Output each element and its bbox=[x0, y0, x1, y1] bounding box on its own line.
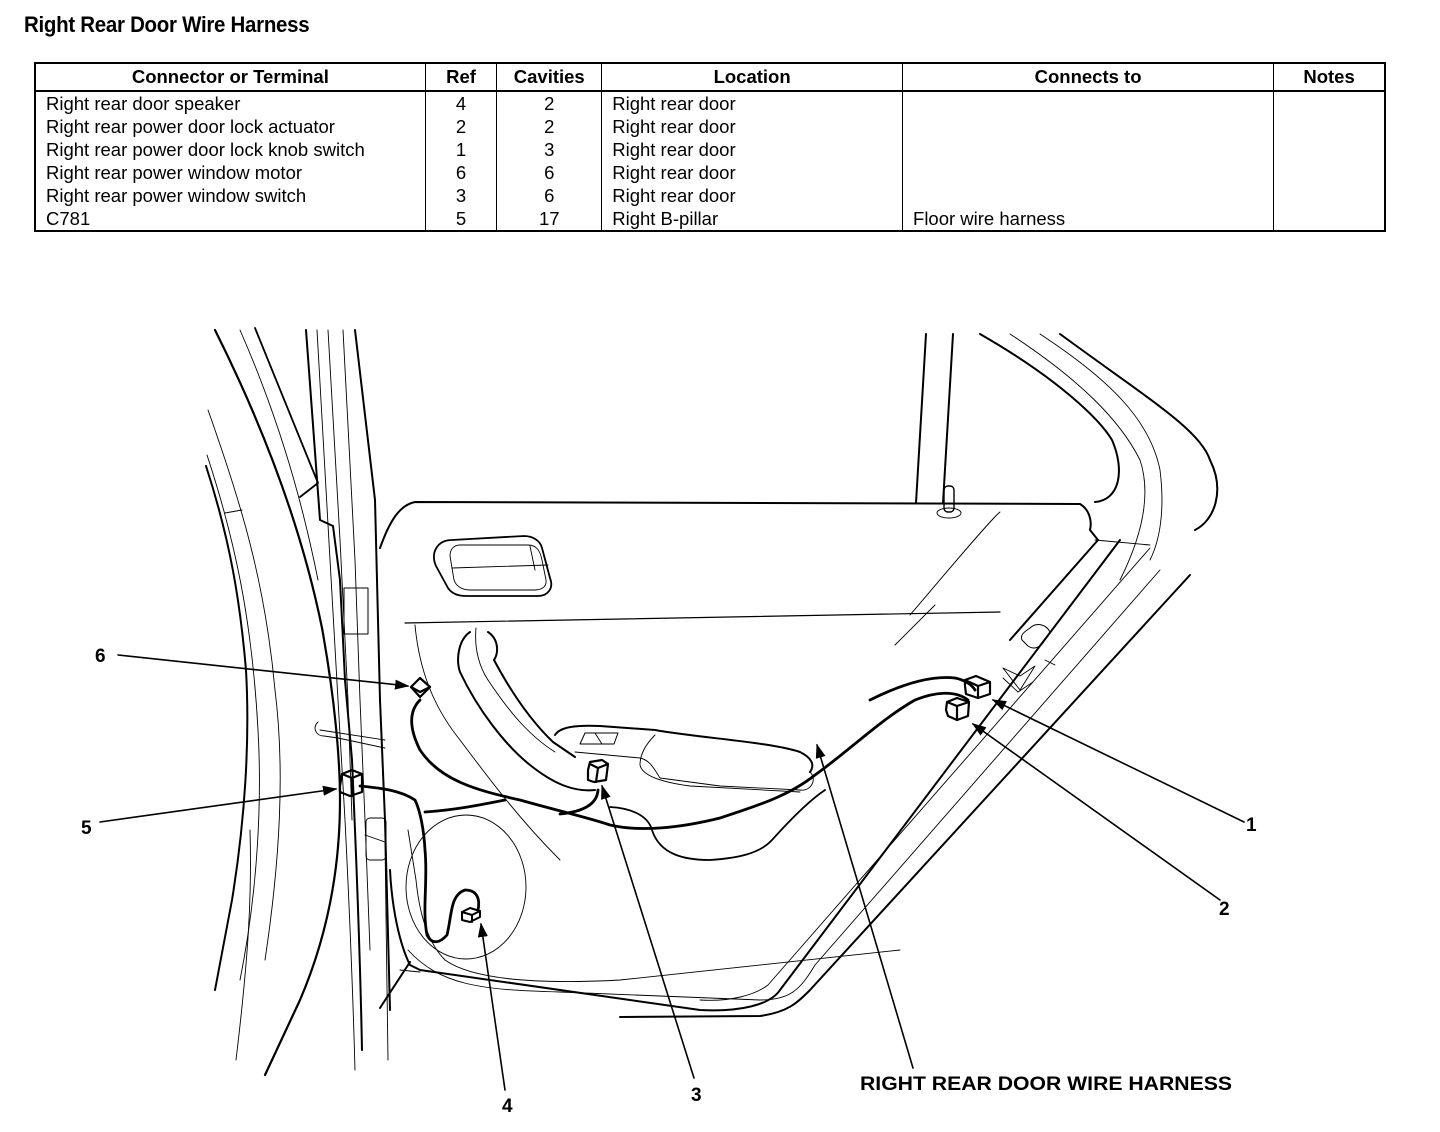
cell-ref: 6 bbox=[424, 161, 497, 184]
callout-2: 2 bbox=[1219, 899, 1230, 920]
cell-connector: Right rear power door lock actuator bbox=[46, 116, 335, 137]
callout-3: 3 bbox=[691, 1085, 702, 1106]
cell-cavities: 6 bbox=[496, 161, 602, 184]
header-ref: Ref bbox=[424, 63, 497, 92]
door-jamb bbox=[305, 329, 391, 1071]
connector-table: Connector or Terminal Ref Cavities Locat… bbox=[34, 62, 1386, 232]
cell-location: Right rear door bbox=[601, 184, 903, 207]
table-row: Right rear power window motor 6 6 Right … bbox=[35, 161, 1385, 184]
lock-knob bbox=[943, 485, 955, 513]
cell-connects-to bbox=[902, 161, 1274, 184]
callout-4: 4 bbox=[502, 1096, 513, 1117]
connector-1 bbox=[963, 674, 992, 700]
cell-ref: 5 bbox=[424, 207, 497, 231]
cell-notes bbox=[1273, 207, 1385, 231]
harness-branch-switch bbox=[558, 788, 600, 816]
cell-notes bbox=[1273, 161, 1385, 184]
callout-5: 5 bbox=[81, 818, 92, 839]
leader-6 bbox=[117, 654, 410, 690]
wire-harness bbox=[358, 676, 977, 944]
cell-connects-to: Floor wire harness bbox=[902, 207, 1274, 231]
cell-connector: C781 bbox=[46, 208, 91, 229]
header-connects-to: Connects to bbox=[902, 63, 1274, 92]
window-frame bbox=[915, 333, 1219, 581]
door-check-strap bbox=[314, 721, 386, 749]
table-row: Right rear door speaker 4 2 Right rear d… bbox=[35, 91, 1385, 115]
cell-connects-to bbox=[902, 184, 1274, 207]
harness-caption: RIGHT REAR DOOR WIRE HARNESS bbox=[860, 1074, 1232, 1095]
connector-3 bbox=[586, 758, 610, 784]
cell-cavities: 17 bbox=[496, 207, 602, 231]
cell-connector: Right rear power door lock knob switch bbox=[46, 139, 365, 160]
cell-notes bbox=[1273, 115, 1385, 138]
leader-harness bbox=[815, 743, 914, 1069]
connector-6 bbox=[409, 676, 432, 699]
leader-lines bbox=[99, 654, 1245, 1091]
body-b-pillar bbox=[205, 327, 342, 1077]
door-handle-recess bbox=[433, 535, 553, 597]
header-connector: Connector or Terminal bbox=[35, 63, 426, 92]
table-header-row: Connector or Terminal Ref Cavities Locat… bbox=[35, 63, 1385, 92]
cell-cavities: 2 bbox=[496, 115, 602, 138]
cell-ref: 2 bbox=[424, 115, 497, 138]
leader-4 bbox=[477, 922, 506, 1091]
cell-notes bbox=[1273, 138, 1385, 161]
cell-connector: Right rear power window switch bbox=[46, 185, 307, 206]
speaker-grille bbox=[405, 814, 527, 960]
window-switch-button bbox=[579, 732, 619, 745]
harness-branch-speaker bbox=[358, 784, 481, 944]
door-panel bbox=[379, 501, 1191, 1018]
cell-location: Right rear door bbox=[601, 115, 903, 138]
leader-3 bbox=[601, 784, 695, 1079]
callout-1: 1 bbox=[1246, 815, 1257, 836]
header-location: Location bbox=[601, 63, 903, 92]
cell-ref: 4 bbox=[424, 91, 497, 115]
striker-plate bbox=[343, 587, 369, 635]
table-row: C781 5 17 Right B-pillar Floor wire harn… bbox=[35, 207, 1385, 231]
table-row: Right rear power door lock knob switch 1… bbox=[35, 138, 1385, 161]
door-pocket bbox=[609, 789, 826, 861]
cell-ref: 3 bbox=[424, 184, 497, 207]
table-row: Right rear power door lock actuator 2 2 … bbox=[35, 115, 1385, 138]
connector-2 bbox=[944, 696, 971, 722]
cell-connector: Right rear door speaker bbox=[46, 93, 241, 114]
callout-6: 6 bbox=[95, 646, 106, 667]
cell-location: Right B-pillar bbox=[601, 207, 903, 231]
cell-cavities: 2 bbox=[496, 91, 602, 115]
leader-2 bbox=[971, 723, 1221, 901]
cell-location: Right rear door bbox=[601, 138, 903, 161]
header-notes: Notes bbox=[1273, 63, 1385, 92]
cell-location: Right rear door bbox=[601, 91, 903, 115]
connector-4 bbox=[461, 907, 481, 923]
cell-connects-to bbox=[902, 115, 1274, 138]
leader-5 bbox=[99, 785, 338, 823]
cell-notes bbox=[1273, 91, 1385, 115]
cell-connects-to bbox=[902, 138, 1274, 161]
header-cavities: Cavities bbox=[496, 63, 602, 92]
cell-cavities: 3 bbox=[496, 138, 602, 161]
cell-ref: 1 bbox=[424, 138, 497, 161]
leader-1 bbox=[991, 699, 1245, 823]
harness-branch-lock-knob bbox=[868, 676, 977, 702]
page-title: Right Rear Door Wire Harness bbox=[24, 12, 310, 37]
cell-connects-to bbox=[902, 91, 1274, 115]
cell-cavities: 6 bbox=[496, 184, 602, 207]
connector-5 bbox=[338, 768, 364, 798]
harness-trunk bbox=[410, 691, 970, 830]
cell-location: Right rear door bbox=[601, 161, 903, 184]
cell-connector: Right rear power window motor bbox=[46, 162, 303, 183]
table-row: Right rear power window switch 3 6 Right… bbox=[35, 184, 1385, 207]
cell-notes bbox=[1273, 184, 1385, 207]
